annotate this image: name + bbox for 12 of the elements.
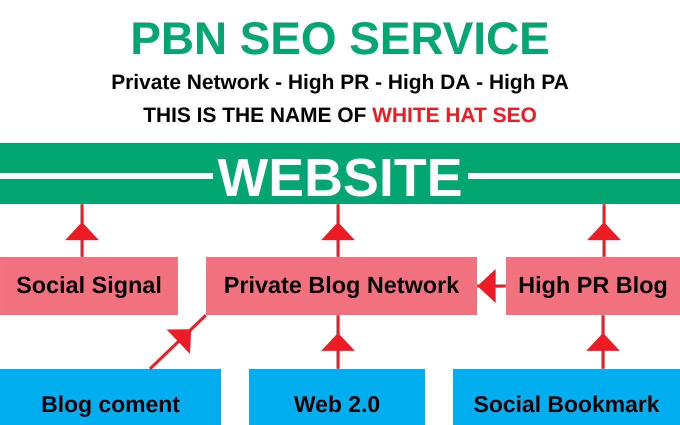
source-box: Web 2.0 (249, 369, 425, 425)
source-box: Social Bookmark (453, 369, 680, 425)
subtitle: THIS IS THE NAME OF (143, 107, 366, 122)
process-box: High PR Blog (506, 257, 680, 315)
subtitle: Private Network - High PR - High DA - High PA (112, 74, 568, 94)
process-box: Social Signal (0, 257, 178, 315)
title: PBN SEO SERVICE (133, 22, 548, 54)
process-box: Private Blog Network (206, 257, 477, 315)
highlight-text: WHITE HAT SEO (372, 107, 536, 122)
website-banner: WEBSITE (0, 143, 680, 204)
arrow (148, 314, 207, 370)
source-box: Blog coment (0, 369, 221, 425)
